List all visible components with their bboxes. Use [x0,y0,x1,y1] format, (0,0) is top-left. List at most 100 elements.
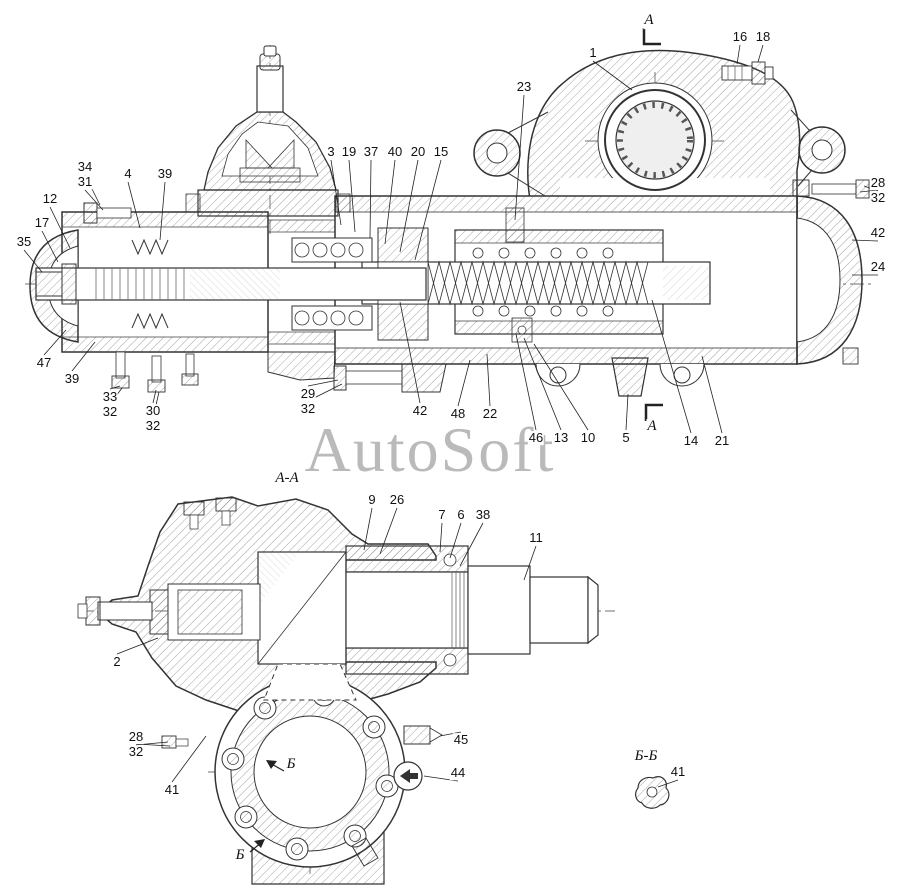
flange-bore [253,715,367,829]
part-number-label: 47 [35,355,53,371]
leader-line [109,385,121,390]
part-number-label: 4 [123,166,133,182]
worm-end-bearing [663,266,709,300]
leader-line [49,206,71,249]
lower-bracket [267,351,336,381]
part-number-label: 48 [449,406,467,422]
leader-line [152,389,157,404]
leader-line [515,333,537,431]
leader-line [307,379,339,387]
bevel-gear-hub [239,167,301,183]
part-number-label: 5 [621,430,631,446]
leader-line [23,249,43,273]
shaft-roller-top [443,553,457,567]
hidden-contour [263,663,357,701]
bevel-flange-bolt-right [335,193,351,213]
part-number-label: 34 [76,159,94,175]
sector-shaft [345,571,469,649]
part-number-label: 44 [449,765,467,781]
part-number-label: 42 [869,225,887,241]
part-number-label: 2 [112,654,122,670]
part-number-label: 1 [588,45,598,61]
ball-circuit [472,247,614,317]
valve-spool [505,207,525,243]
leader-line [449,522,462,559]
spline-ring [617,102,693,178]
leader-line [523,337,562,431]
leader-line [459,522,484,567]
part-number-label: 41 [669,764,687,780]
spring-bottom [131,312,169,330]
diagonal-bolt [351,837,379,867]
part-number-label: 32 [101,404,119,420]
fasteners [83,61,870,393]
shaft-roller-bottom [443,653,457,667]
section-label: А-А [274,470,300,487]
section-label: А [643,12,655,29]
part-number-label: 41 [163,782,181,798]
part-number-label: 7 [437,507,447,523]
leader-line [399,159,419,253]
input-housing-wall-bottom [61,336,269,353]
bearing-balls [294,242,364,326]
bevel-input-shaft [256,65,284,113]
aa-top-bolts [161,497,237,749]
leader-line [171,735,207,783]
check-valve-ball [517,325,527,335]
worm-thread [427,260,649,306]
shaft-splines [95,268,185,300]
leader-line [533,343,589,431]
part-number-label: 32 [869,190,887,206]
part-number-label: 20 [409,144,427,160]
leader-line [43,329,67,356]
leader-line [71,341,96,372]
spring-top [131,238,169,256]
leader-line [486,353,491,407]
main-cross-section-view [25,28,875,421]
part-number-label: 11 [528,530,544,546]
leader-line [592,60,633,91]
leader-line [384,159,396,245]
leader-line [439,731,462,737]
part-number-label: 28 [127,729,145,745]
part-number-label: 16 [731,29,749,45]
part-number-label: 14 [682,433,700,449]
leader-line [423,775,459,782]
piston-wall-bottom [454,320,664,335]
leader-line [859,189,879,193]
section-label: Б-Б [633,748,659,765]
shaft-end-chamfer [587,575,599,645]
part-number-label: 3 [326,144,336,160]
bottom-lobe-left-hole [549,366,567,384]
leader-line [651,299,692,434]
part-number-label: 12 [41,191,59,207]
shaft-nut [61,263,77,305]
bevel-flange [197,189,339,217]
leader-line [363,507,373,551]
leader-lines [23,44,879,788]
part-number-label: 39 [63,371,81,387]
bevel-flange-bolt-left [185,193,201,213]
part-number-label: 31 [76,174,94,190]
part-number-label: 13 [552,430,570,446]
leader-line [116,637,159,655]
view-b-arrowhead-2 [254,839,265,848]
part-number-label: 18 [754,29,772,45]
part-number-label: 38 [474,507,492,523]
section-mark-a-bottom [644,403,663,421]
bevel-shaft-tip [263,45,277,57]
part-number-label: 15 [432,144,450,160]
bleed-valve-tip [429,727,443,743]
section-label: Б [234,847,246,864]
part-number-label: 23 [515,79,533,95]
section-aa-view [77,496,615,885]
leader-line [414,159,442,261]
adjuster-screw-tip [77,603,88,619]
section-bb-detail [635,776,670,809]
part-number-label: 42 [411,403,429,419]
part-number-label: 32 [299,401,317,417]
leader-line [348,159,356,233]
leader-line [84,189,104,211]
